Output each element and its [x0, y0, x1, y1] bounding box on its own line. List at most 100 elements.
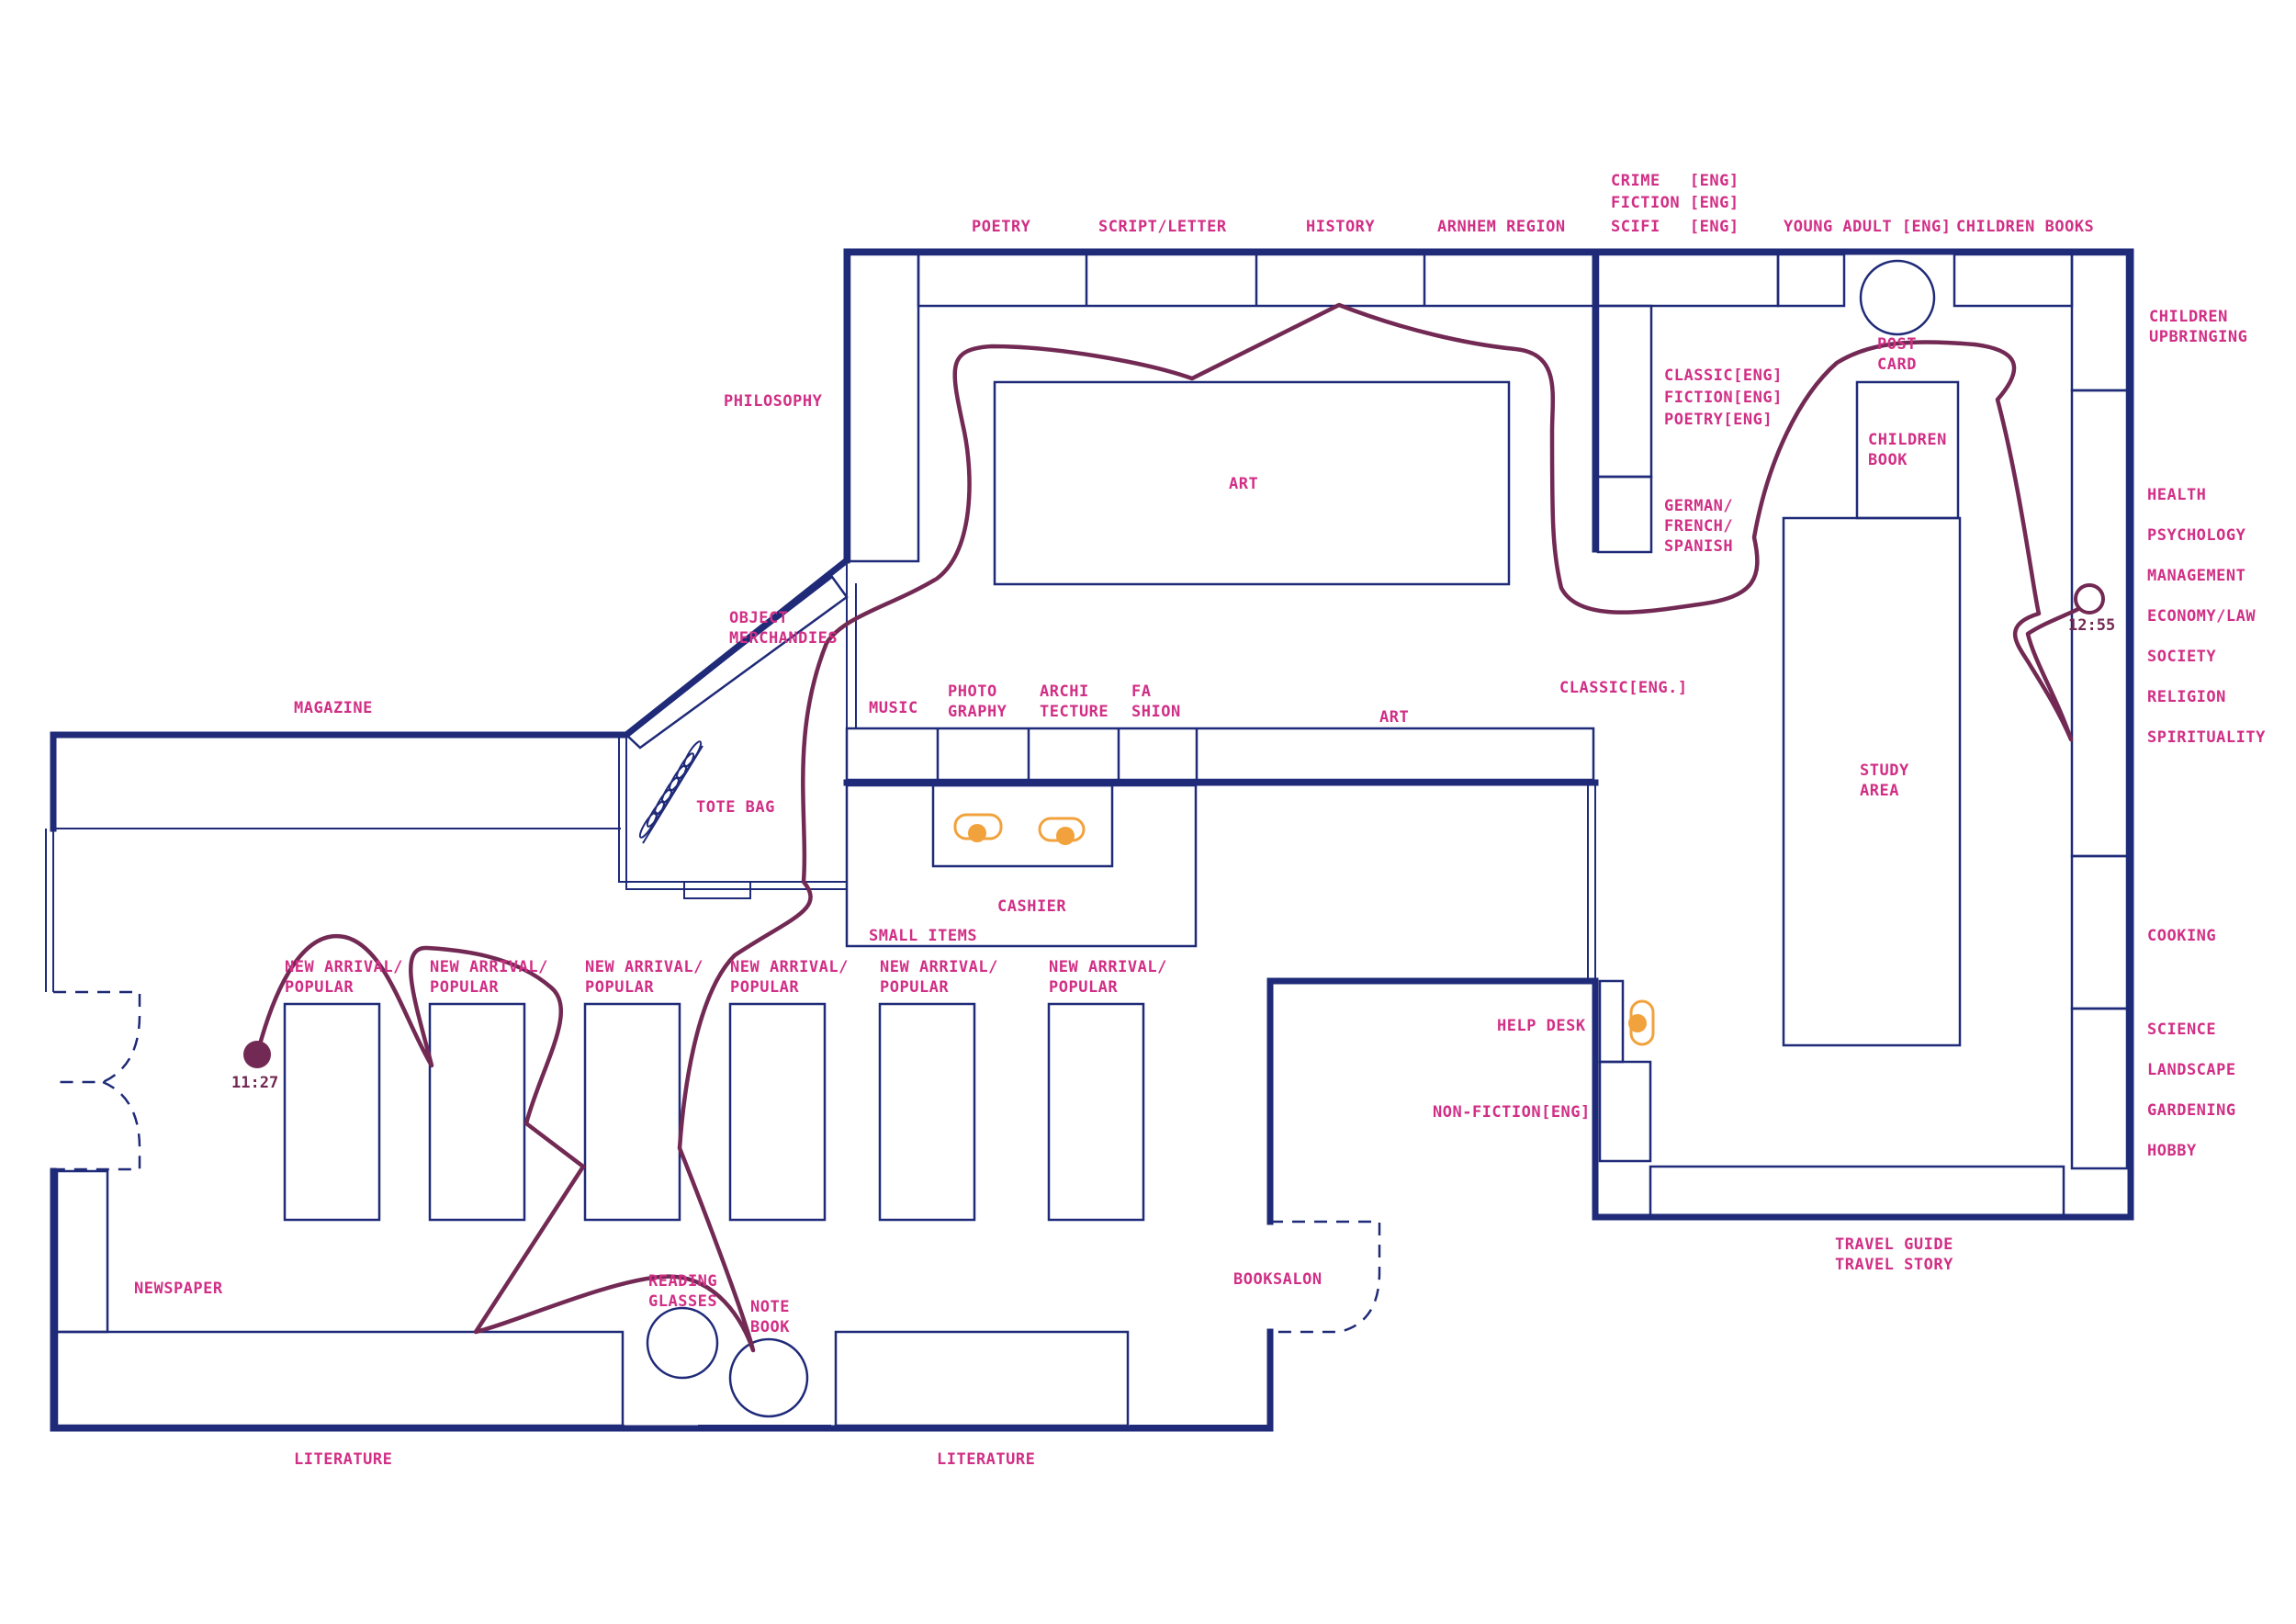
route-end-time: 12:55: [2068, 616, 2115, 635]
label-crime: CRIME [ENG]: [1611, 172, 1739, 190]
label-art-table: ART: [1229, 475, 1258, 493]
label-small-items: SMALL ITEMS: [869, 927, 977, 945]
label-german: GERMAN/: [1664, 497, 1733, 515]
label-popular-4: POPULAR: [730, 978, 799, 997]
shelf-philosophy: [848, 253, 920, 563]
label-literature-left: LITERATURE: [294, 1450, 392, 1469]
label-script-letter: SCRIPT/LETTER: [1098, 218, 1227, 236]
label-spanish: SPANISH: [1664, 537, 1733, 556]
route-path: [254, 302, 2088, 1353]
label-scifi: SCIFI [ENG]: [1611, 218, 1739, 236]
label-popular-1: POPULAR: [285, 978, 354, 997]
shelf-literature-right: [834, 1330, 1130, 1427]
label-new-arrival-2: NEW ARRIVAL/: [430, 958, 548, 976]
label-children-books: CHILDREN BOOKS: [1956, 218, 2094, 236]
label-spirituality: SPIRITUALITY: [2147, 728, 2266, 747]
label-new-arrival-6: NEW ARRIVAL/: [1049, 958, 1167, 976]
label-children-upbringing-1: CHILDREN: [2149, 308, 2228, 326]
shelf-young-adult: [1776, 253, 1846, 308]
table-new-arrival-3: [583, 1002, 681, 1222]
label-shion: SHION: [1131, 703, 1181, 721]
shelf-top-right-1: [1596, 253, 1780, 308]
label-non-fiction: NON-FICTION[ENG]: [1433, 1103, 1591, 1122]
shelf-literature-left: [55, 1330, 625, 1427]
label-music: MUSIC: [869, 699, 918, 717]
label-glasses: GLASSES: [648, 1292, 717, 1311]
labels: POETRY SCRIPT/LETTER HISTORY ARNHEM REGI…: [134, 172, 2266, 1469]
label-arnhem-region: ARNHEM REGION: [1437, 218, 1566, 236]
wall-right-building: [843, 248, 2134, 1225]
doors: [53, 990, 1381, 1334]
furniture: [45, 253, 2129, 1427]
label-psychology: PSYCHOLOGY: [2147, 526, 2246, 545]
label-popular-3: POPULAR: [585, 978, 654, 997]
customer-route: [243, 302, 2105, 1353]
table-new-arrival-2: [428, 1002, 526, 1222]
route-end-marker: [2074, 583, 2105, 615]
label-new-arrival-3: NEW ARRIVAL/: [585, 958, 703, 976]
label-travel-guide: TRAVEL GUIDE: [1835, 1235, 1953, 1254]
label-art-shelf: ART: [1379, 708, 1409, 727]
table-new-arrival-6: [1047, 1002, 1145, 1222]
table-new-arrival-4: [728, 1002, 827, 1222]
label-management: MANAGEMENT: [2147, 567, 2245, 585]
route-start-time: 11:27: [231, 1074, 278, 1092]
label-society: SOCIETY: [2147, 648, 2216, 666]
label-philosophy: PHILOSOPHY: [724, 392, 823, 411]
label-literature-right: LITERATURE: [937, 1450, 1035, 1469]
label-post: POST: [1877, 335, 1917, 354]
label-help-desk: HELP DESK: [1497, 1017, 1586, 1035]
post-card-stand: [1859, 259, 1936, 336]
label-history: HISTORY: [1306, 218, 1375, 236]
shelf-science: [2070, 1007, 2129, 1170]
label-cooking: COOKING: [2147, 927, 2216, 945]
table-study-area: [1782, 516, 1962, 1047]
label-classic-eng-dot: CLASSIC[ENG.]: [1559, 679, 1688, 697]
label-religion: RELIGION: [2147, 688, 2226, 706]
label-hobby: HOBBY: [2147, 1142, 2197, 1160]
label-new-arrival-1: NEW ARRIVAL/: [285, 958, 403, 976]
label-popular-6: POPULAR: [1049, 978, 1118, 997]
shelf-children-upbringing: [2070, 253, 2129, 392]
cashier-desk: [931, 784, 1114, 868]
label-fiction-eng: FICTION[ENG]: [1664, 389, 1783, 407]
label-classic-eng: CLASSIC[ENG]: [1664, 367, 1783, 385]
stand-reading-glasses: [646, 1306, 719, 1380]
label-health: HEALTH: [2147, 486, 2206, 504]
wall-diagonal-top: [50, 556, 851, 832]
label-children-book-2: BOOK: [1868, 451, 1908, 469]
stand-note-book: [728, 1337, 809, 1418]
label-object: OBJECT: [729, 609, 788, 627]
label-archi: ARCHI: [1040, 682, 1089, 701]
label-tote-bag: TOTE BAG: [696, 798, 775, 817]
label-poetry: POETRY: [972, 218, 1031, 236]
label-area: AREA: [1860, 782, 1899, 800]
label-new-arrival-4: NEW ARRIVAL/: [730, 958, 849, 976]
label-card: CARD: [1877, 355, 1917, 374]
label-reading: READING: [648, 1272, 717, 1291]
route-start-dot: [243, 1041, 271, 1068]
label-graphy: GRAPHY: [948, 703, 1007, 721]
entrance-door: [53, 990, 141, 1171]
label-landscape: LANDSCAPE: [2147, 1061, 2236, 1079]
shelf-cooking: [2070, 854, 2129, 1010]
label-study: STUDY: [1860, 761, 1909, 780]
label-newspaper: NEWSPAPER: [134, 1280, 223, 1298]
label-magazine: MAGAZINE: [294, 699, 373, 717]
label-merchandies: MERCHANDIES: [729, 629, 838, 648]
shelf-children-books: [1953, 253, 2074, 308]
label-poetry-eng: POETRY[ENG]: [1664, 411, 1773, 429]
label-tecture: TECTURE: [1040, 703, 1109, 721]
label-gardening: GARDENING: [2147, 1101, 2236, 1120]
shelf-newspaper: [55, 1169, 109, 1334]
label-young-adult: YOUNG ADULT [ENG]: [1784, 218, 1952, 236]
shelf-object-merchandies: [625, 575, 849, 750]
label-note: NOTE: [750, 1298, 790, 1316]
label-children-book-1: CHILDREN: [1868, 431, 1947, 449]
tote-bag-rack-base: [683, 881, 751, 899]
table-art: [993, 380, 1511, 586]
help-desk: [1598, 979, 1625, 1064]
outer-walls: [50, 248, 2134, 1432]
label-cashier: CASHIER: [997, 897, 1066, 916]
